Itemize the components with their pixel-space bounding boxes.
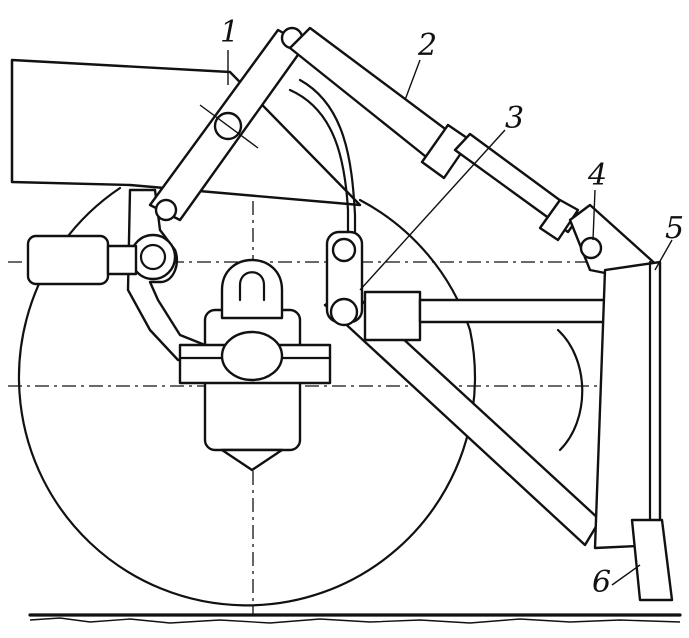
blade-curve <box>556 328 584 452</box>
rod-collar <box>538 198 580 242</box>
ground-hatch <box>29 617 681 624</box>
hub-bottom-point <box>220 448 284 472</box>
cutting-tooth <box>630 518 674 602</box>
leader-3 <box>359 129 506 291</box>
strut-clamp <box>363 290 422 342</box>
support-plate-curve-inner <box>298 78 357 242</box>
label-1: 1 <box>220 15 239 50</box>
leader-6 <box>611 564 641 586</box>
pin-arm-lower <box>154 198 178 222</box>
label-2: 2 <box>417 28 437 63</box>
arm-cross-line <box>199 104 259 149</box>
wheel-circle <box>17 186 477 607</box>
axle-bolt <box>220 330 284 382</box>
end-cap-neck <box>106 244 138 276</box>
hub-lifting-eye <box>220 258 284 320</box>
ball-joint-inner <box>139 243 167 271</box>
leader-2 <box>404 59 421 101</box>
horizontal-push-beam <box>418 298 612 324</box>
support-plate-curve <box>288 88 350 242</box>
label-4: 4 <box>587 158 607 193</box>
label-5: 5 <box>665 211 684 246</box>
hub-lifting-eye-hole <box>238 271 266 302</box>
pin-side-upper <box>331 237 357 263</box>
label-6: 6 <box>592 565 611 600</box>
label-3: 3 <box>505 101 524 136</box>
pin-side-lower <box>329 297 359 327</box>
leader-5 <box>654 239 673 271</box>
pin-4 <box>579 236 603 260</box>
ball-joint-outer <box>129 233 177 281</box>
end-cap <box>26 234 110 286</box>
leader-4 <box>592 189 596 241</box>
